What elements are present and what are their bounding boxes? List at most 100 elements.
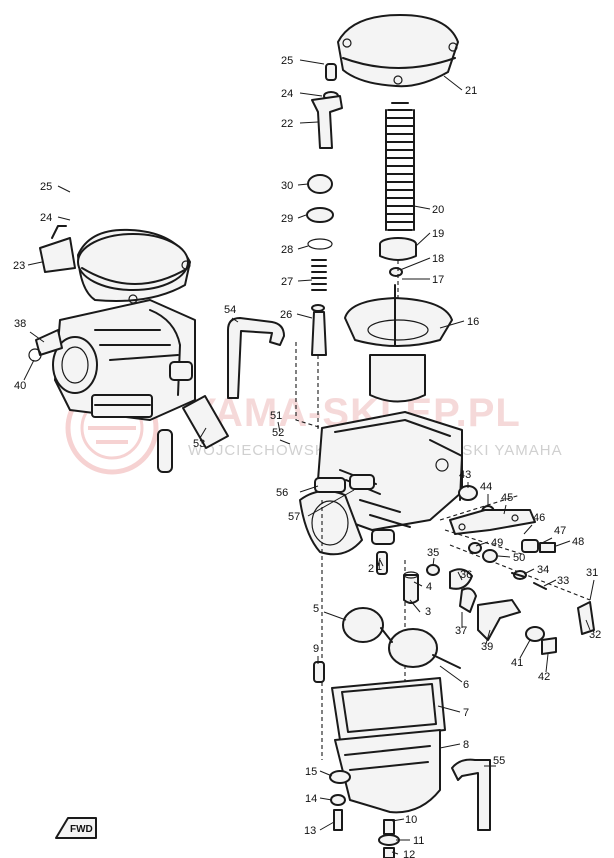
callout-50: 50 — [513, 552, 525, 564]
callout-22: 22 — [281, 118, 293, 130]
callout-1: 1 — [376, 561, 382, 573]
leader-line-42 — [545, 653, 549, 673]
leader-line-24 — [299, 92, 323, 97]
leader-line-50 — [497, 555, 511, 558]
callout-32: 32 — [589, 629, 601, 641]
leader-line-6 — [439, 665, 463, 683]
leader-line-23 — [27, 261, 43, 266]
callout-10: 10 — [405, 814, 417, 826]
leader-line-47 — [539, 537, 553, 545]
callout-labels: 1234567891011121314151617181920212223242… — [13, 55, 601, 858]
joint-53-shape — [182, 395, 229, 449]
leader-line-16 — [439, 320, 465, 329]
leader-line-36 — [457, 571, 463, 581]
float-chamber-parts — [313, 551, 491, 858]
leader-line-48 — [555, 540, 571, 547]
callout-4: 4 — [426, 581, 432, 593]
leader-line-15 — [319, 770, 333, 777]
callout-51: 51 — [270, 410, 282, 422]
callout-56: 56 — [276, 487, 288, 499]
callout-39: 39 — [481, 641, 493, 653]
leader-line-8 — [439, 743, 461, 749]
leader-line-34 — [523, 568, 535, 575]
callout-5: 5 — [313, 603, 319, 615]
piston-diaphragm — [344, 284, 453, 403]
callout-43: 43 — [459, 469, 471, 481]
callout-40: 40 — [14, 380, 26, 392]
callout-23: 23 — [13, 260, 25, 272]
callout-11: 11 — [413, 835, 424, 847]
leader-line-31 — [589, 579, 595, 601]
leader-line-5 — [323, 611, 347, 621]
callout-2: 2 — [368, 563, 374, 575]
callout-29: 29 — [281, 213, 293, 225]
callout-9: 9 — [313, 643, 319, 655]
callout-12: 12 — [403, 849, 415, 858]
leader-line-1 — [379, 559, 384, 567]
hose-54-shape — [227, 317, 285, 399]
callout-42: 42 — [538, 671, 550, 683]
callout-52: 52 — [272, 427, 284, 439]
leader-line-39 — [485, 629, 491, 645]
leader-line-14 — [319, 797, 333, 801]
leader-line-19 — [415, 232, 431, 247]
callout-46: 46 — [533, 512, 545, 524]
leader-line-13 — [319, 821, 335, 831]
leader-line-45 — [503, 504, 507, 515]
leader-line-25 — [299, 59, 325, 65]
callout-13: 13 — [304, 825, 316, 837]
leader-line-53 — [199, 427, 207, 439]
leader-line-20 — [413, 205, 431, 210]
fwd-label: FWD — [70, 824, 93, 835]
leader-line-41 — [519, 639, 531, 659]
callout-30: 30 — [281, 180, 293, 192]
callout-19: 19 — [432, 228, 444, 240]
leader-line-24 — [57, 216, 71, 221]
callout-16: 16 — [467, 316, 479, 328]
callout-44: 44 — [480, 481, 492, 493]
callout-7: 7 — [463, 707, 469, 719]
leader-line-56 — [299, 485, 319, 493]
callout-49: 49 — [491, 537, 503, 549]
callout-17: 17 — [432, 274, 444, 286]
leader-line-3 — [409, 599, 421, 613]
leader-line-22 — [299, 121, 319, 124]
leader-line-52 — [279, 439, 291, 445]
callout-8: 8 — [463, 739, 469, 751]
leader-line-4 — [413, 581, 423, 587]
callout-55: 55 — [493, 755, 505, 767]
leader-line-32 — [585, 619, 591, 631]
leader-line-26 — [296, 313, 313, 319]
callout-25: 25 — [281, 55, 293, 67]
callout-45: 45 — [501, 492, 513, 504]
leader-line-35 — [432, 557, 435, 567]
leader-line-21 — [443, 75, 463, 91]
leader-line-25 — [57, 185, 71, 193]
leader-line-40 — [23, 359, 35, 381]
callout-47: 47 — [554, 525, 566, 537]
leader-line-2 — [377, 557, 381, 567]
callout-41: 41 — [511, 657, 523, 669]
callout-37: 37 — [455, 625, 467, 637]
assembled-carburetor — [28, 225, 196, 473]
callout-27: 27 — [281, 276, 293, 288]
linkage-parts — [426, 485, 595, 655]
callout-3: 3 — [425, 606, 431, 618]
leader-line-10 — [391, 818, 405, 822]
callout-33: 33 — [557, 575, 569, 587]
callout-34: 34 — [537, 564, 549, 576]
leader-line-57 — [307, 489, 355, 517]
callout-18: 18 — [432, 253, 444, 265]
callout-14: 14 — [305, 793, 317, 805]
leader-line-29 — [297, 214, 307, 219]
leader-line-7 — [437, 705, 461, 713]
leader-line-49 — [475, 541, 489, 547]
callout-53: 53 — [193, 438, 205, 450]
callout-35: 35 — [427, 547, 439, 559]
leader-line-38 — [29, 331, 45, 343]
callout-24: 24 — [40, 212, 52, 224]
callout-38: 38 — [14, 318, 26, 330]
callout-31: 31 — [586, 567, 598, 579]
callout-48: 48 — [572, 536, 584, 548]
